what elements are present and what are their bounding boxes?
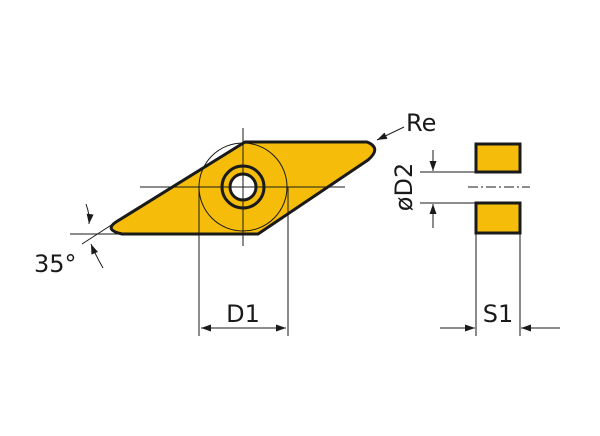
angle-label: 35° (34, 250, 77, 278)
angle-edge-extension (81, 221, 117, 245)
angle-arc-top (85, 203, 94, 225)
re-label: Re (406, 109, 436, 137)
d1-label: D1 (226, 300, 260, 328)
angle-arc-bottom (90, 243, 104, 269)
side-view-bottom-block (474, 201, 522, 235)
d2-label: øD2 (390, 163, 418, 211)
re-leader-line (376, 126, 405, 141)
s1-label: S1 (483, 300, 514, 328)
side-view-top-block (474, 142, 522, 174)
